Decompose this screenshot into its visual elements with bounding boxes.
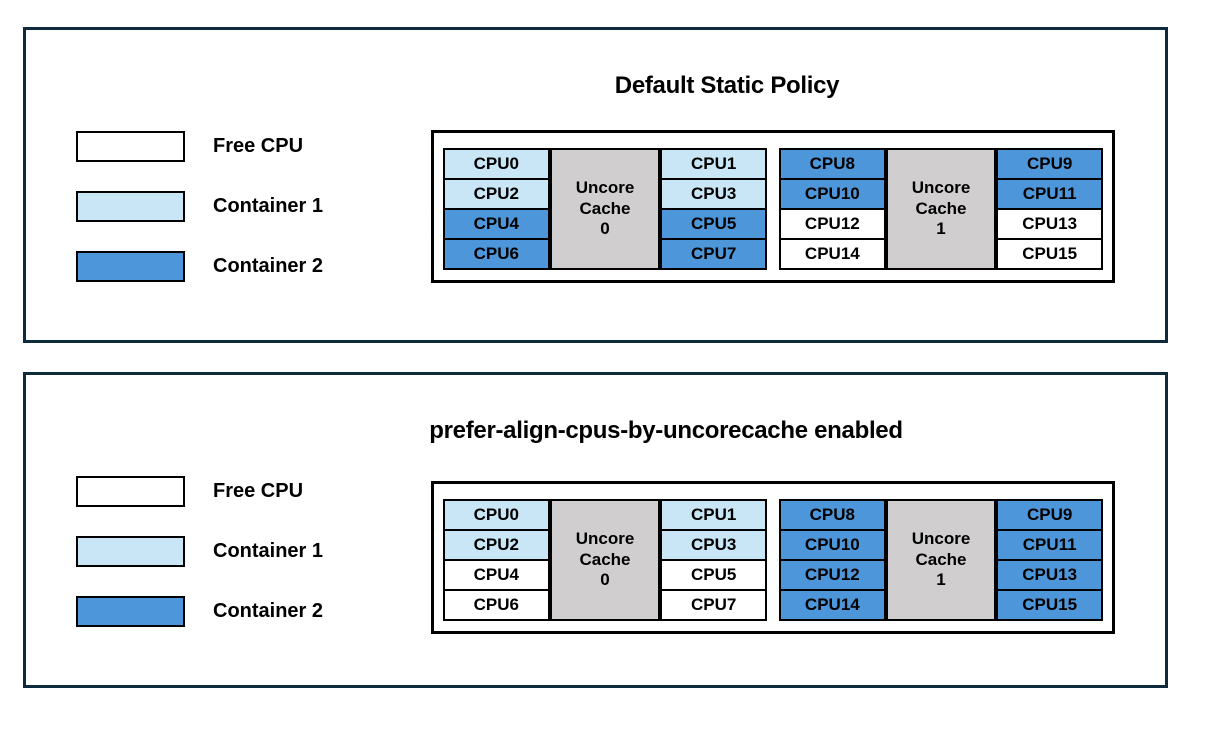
cpu-cell-cpu9: CPU9 (996, 148, 1104, 180)
legend-swatch-container2 (76, 596, 185, 627)
uncore-cache-label-line: Uncore (575, 528, 635, 548)
legend-label: Container 1 (213, 195, 324, 217)
legend-label: Free CPU (213, 480, 304, 502)
legend-item: Container 1 (76, 191, 323, 222)
panel-title: prefer-align-cpus-by-uncorecache enabled (429, 417, 903, 444)
cpu-cell-cpu2: CPU2 (443, 178, 550, 210)
cpu-cell-cpu4: CPU4 (443, 559, 550, 591)
uncore-cache-label-line: Uncore (575, 177, 635, 197)
cpu-cell-cpu12: CPU12 (779, 559, 886, 591)
legend-swatch-container1 (76, 191, 185, 222)
cpu-cell-cpu0: CPU0 (443, 499, 550, 531)
uncore-cache-label-line: 1 (936, 570, 946, 590)
cpu-cell-cpu10: CPU10 (779, 178, 886, 210)
uncore-cache-label-line: Cache (579, 198, 631, 218)
legend-swatch-container2 (76, 251, 185, 282)
panel-title: Default Static Policy (614, 72, 840, 99)
cpu-cell-cpu5: CPU5 (660, 559, 768, 591)
legend-label: Free CPU (213, 135, 304, 157)
cpu-cell-cpu15: CPU15 (996, 589, 1104, 621)
cpu-cell-cpu8: CPU8 (779, 148, 886, 180)
cpu-cell-cpu6: CPU6 (443, 238, 550, 270)
legend-label: Container 1 (213, 540, 324, 562)
uncore-cache-label-line: Cache (915, 198, 967, 218)
cpu-cell-cpu11: CPU11 (996, 178, 1104, 210)
uncore-cache-label-line: Cache (915, 549, 967, 569)
cpu-cell-cpu14: CPU14 (779, 589, 886, 621)
legend-item: Free CPU (76, 131, 303, 162)
cpu-cell-cpu3: CPU3 (660, 529, 768, 561)
cpu-cell-cpu8: CPU8 (779, 499, 886, 531)
cpu-cell-cpu3: CPU3 (660, 178, 768, 210)
cpu-cell-cpu11: CPU11 (996, 529, 1104, 561)
cpu-cell-cpu1: CPU1 (660, 148, 768, 180)
legend-swatch-free-cpu (76, 131, 185, 162)
legend-label: Container 2 (213, 255, 324, 277)
cpu-cell-cpu2: CPU2 (443, 529, 550, 561)
policy-panel: prefer-align-cpus-by-uncorecache enabled… (23, 372, 1168, 688)
legend-label: Container 2 (213, 600, 324, 622)
cpu-cell-cpu13: CPU13 (996, 208, 1104, 240)
uncore-cache-label-line: 0 (600, 570, 610, 590)
cpu-cell-cpu15: CPU15 (996, 238, 1104, 270)
cpu-cell-cpu1: CPU1 (660, 499, 768, 531)
cpu-cell-cpu9: CPU9 (996, 499, 1104, 531)
legend-item: Container 2 (76, 596, 323, 627)
cpu-cell-cpu14: CPU14 (779, 238, 886, 270)
uncore-cache-label-line: Uncore (911, 528, 971, 548)
cpu-cell-cpu10: CPU10 (779, 529, 886, 561)
legend-item: Free CPU (76, 476, 303, 507)
legend-swatch-free-cpu (76, 476, 185, 507)
legend-swatch-container1 (76, 536, 185, 567)
cpu-cell-cpu4: CPU4 (443, 208, 550, 240)
uncore-cache-label-line: 0 (600, 219, 610, 239)
cpu-cell-cpu13: CPU13 (996, 559, 1104, 591)
cpu-cell-cpu7: CPU7 (660, 589, 768, 621)
cpu-cell-cpu5: CPU5 (660, 208, 768, 240)
cpu-cell-cpu7: CPU7 (660, 238, 768, 270)
legend-item: Container 2 (76, 251, 323, 282)
uncore-cache-label-line: 1 (936, 219, 946, 239)
uncore-cache-label-line: Uncore (911, 177, 971, 197)
legend-item: Container 1 (76, 536, 323, 567)
uncore-cache-label-line: Cache (579, 549, 631, 569)
cpu-cell-cpu0: CPU0 (443, 148, 550, 180)
cpu-cell-cpu12: CPU12 (779, 208, 886, 240)
cpu-cell-cpu6: CPU6 (443, 589, 550, 621)
